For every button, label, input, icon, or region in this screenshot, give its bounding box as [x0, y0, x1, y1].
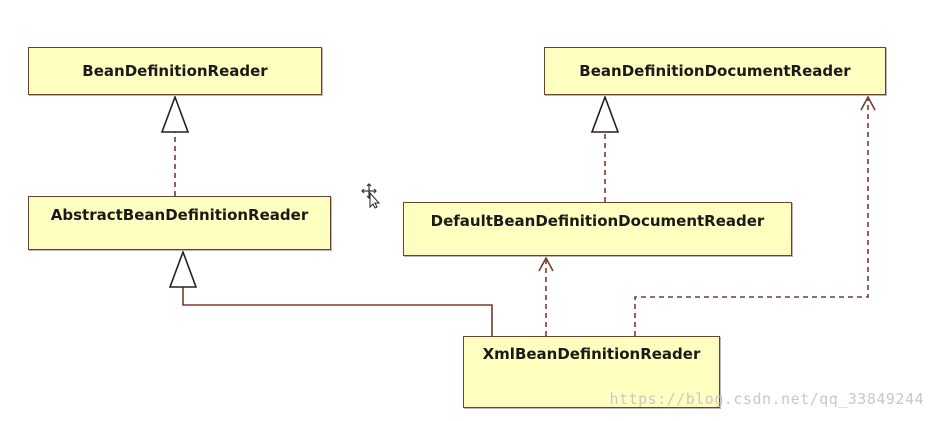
class-name: AbstractBeanDefinitionReader	[50, 206, 309, 224]
realization-abstract-to-reader	[160, 94, 190, 196]
move-cursor-icon	[361, 183, 383, 214]
generalization-xml-to-abstract	[168, 249, 493, 336]
class-abstract-bean-definition-reader[interactable]: AbstractBeanDefinitionReader	[28, 196, 331, 250]
class-name: XmlBeanDefinitionReader	[482, 345, 701, 363]
watermark-url: https://blog.csdn.net/qq_33849244	[609, 390, 924, 408]
class-default-bean-definition-document-reader[interactable]: DefaultBeanDefinitionDocumentReader	[403, 202, 792, 256]
class-bean-definition-reader[interactable]: BeanDefinitionReader	[28, 47, 322, 95]
class-name: DefaultBeanDefinitionDocumentReader	[430, 212, 765, 230]
class-xml-bean-definition-reader[interactable]: XmlBeanDefinitionReader	[463, 336, 720, 408]
class-name: BeanDefinitionReader	[82, 62, 268, 80]
dependency-xml-to-document-reader	[634, 95, 876, 336]
realization-default-to-document-reader	[590, 94, 620, 202]
class-name: BeanDefinitionDocumentReader	[579, 62, 851, 80]
dependency-xml-to-default	[538, 256, 554, 336]
class-bean-definition-document-reader[interactable]: BeanDefinitionDocumentReader	[544, 47, 886, 95]
